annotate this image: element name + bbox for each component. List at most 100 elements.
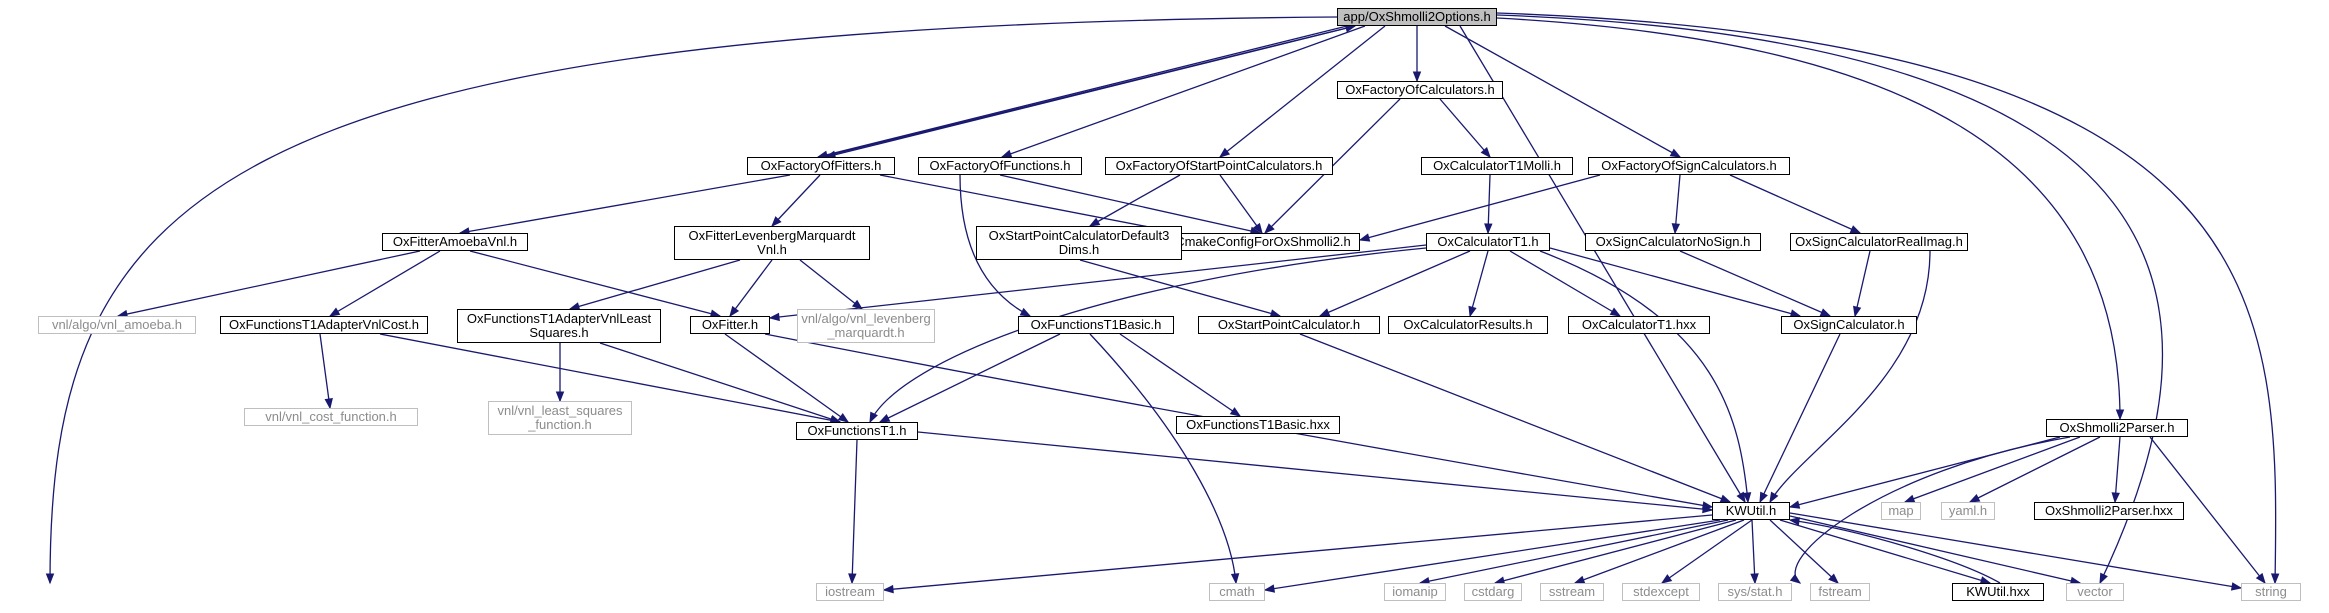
node-iostream: iostream <box>816 583 884 601</box>
node-vnl-amoeba: vnl/algo/vnl_amoeba.h <box>38 316 196 334</box>
node-startpoint-calculator[interactable]: OxStartPointCalculator.h <box>1198 316 1380 334</box>
edge-t1basic-hxx <box>1119 333 1241 417</box>
node-factory-startpoint[interactable]: OxFactoryOfStartPointCalculators.h <box>1105 157 1333 175</box>
edge-functionst1-iostream <box>851 439 858 584</box>
edge-arrowhead <box>1736 491 1746 504</box>
edge-arrowhead <box>1750 573 1759 585</box>
edge-arrowhead <box>768 312 780 322</box>
edge-kwutil-vector <box>1789 515 2081 584</box>
edge-functionst1-kwutil <box>917 431 1713 511</box>
edge-adapterlsq-functionst1 <box>599 342 841 423</box>
edge-arrowhead <box>2115 409 2125 421</box>
edge-kwutil-cstdarg <box>1494 519 1737 584</box>
edge-arrowhead <box>45 573 55 585</box>
edge-kwutil-sstream <box>1574 519 1745 584</box>
edge-arrowhead <box>1609 307 1622 317</box>
edge-parser-map <box>1904 436 2081 503</box>
node-calculator-t1-hxx[interactable]: OxCalculatorT1.hxx <box>1568 316 1710 334</box>
edge-amoeba-adaptercost <box>329 250 441 317</box>
node-factory-functions[interactable]: OxFactoryOfFunctions.h <box>918 157 1082 175</box>
edge-root-parser <box>1496 17 2121 420</box>
edge-arrowhead <box>555 391 565 403</box>
edge-lm-adapterlsq <box>569 259 741 310</box>
edge-adaptercost-functionst1 <box>379 333 841 423</box>
node-kwutil[interactable]: KWUtil.h <box>1712 502 1790 520</box>
edge-functions-t1basic <box>959 174 1031 317</box>
node-calculator-t1-molli[interactable]: OxCalculatorT1Molli.h <box>1421 157 1573 175</box>
node-fitter[interactable]: OxFitter.h <box>690 316 770 334</box>
edge-startpoint-cmake <box>1219 174 1263 234</box>
node-vector: vector <box>2066 583 2124 601</box>
edge-sign-nosign <box>1674 174 1681 234</box>
edge-arrowhead <box>869 411 878 424</box>
node-sign-calculator-realimag[interactable]: OxSignCalculatorRealImag.h <box>1790 233 1968 251</box>
edge-calct1-hxx <box>1509 250 1621 317</box>
node-cmake-config[interactable]: CmakeConfigForOxShmolli2.h <box>1166 233 1360 251</box>
edge-sign-realimag <box>1729 174 1861 234</box>
edge-root-factory-fitters <box>817 25 1348 158</box>
edge-calct1-signcalc <box>1549 247 1801 317</box>
edge-root-factory-sign <box>1444 25 1681 158</box>
node-fitter-levenberg-marquardt[interactable]: OxFitterLevenbergMarquardt Vnl.h <box>674 226 870 260</box>
node-shmolli2-parser-hxx[interactable]: OxShmolli2Parser.hxx <box>2034 502 2184 520</box>
edge-fitter-functionst1 <box>724 333 849 423</box>
edge-arrowhead <box>848 573 857 585</box>
node-string: string <box>2241 583 2301 601</box>
node-functions-t1-basic[interactable]: OxFunctionsT1Basic.h <box>1018 316 1174 334</box>
node-sstream: sstream <box>1540 583 1604 601</box>
node-shmolli2-parser[interactable]: OxShmolli2Parser.h <box>2046 419 2188 437</box>
edge-parser-vector <box>1794 436 2071 584</box>
edge-arrowhead <box>1660 574 1673 584</box>
edge-kwutil-fstream <box>1769 519 1839 584</box>
node-kwutil-hxx[interactable]: KWUtil.hxx <box>1952 583 2044 601</box>
edge-signcalc-kwutil <box>1759 333 1841 503</box>
edge-sign-cmake <box>1359 174 1601 241</box>
edge-root-iostream <box>49 16 1338 584</box>
node-functions-adapter-leastsquares[interactable]: OxFunctionsT1AdapterVnlLeast Squares.h <box>457 309 661 343</box>
edge-arrowhead <box>2255 572 2266 585</box>
node-factory-fitters[interactable]: OxFactoryOfFitters.h <box>747 157 895 175</box>
edge-arrowhead <box>2270 573 2280 585</box>
edge-arrowhead <box>2099 572 2108 585</box>
edge-kwutilhxx-kwutil <box>1789 519 2001 584</box>
node-factory-calculators[interactable]: OxFactoryOfCalculators.h <box>1337 81 1503 99</box>
edge-arrowhead <box>837 413 850 423</box>
node-calculator-results[interactable]: OxCalculatorResults.h <box>1388 316 1548 334</box>
edge-root-factory-functions <box>1001 25 1366 158</box>
edge-fitters-cmake <box>879 174 1181 234</box>
node-sys-stat: sys/stat.h <box>1718 583 1792 601</box>
edge-lm-vnl <box>799 259 863 310</box>
edge-arrowhead <box>1702 504 1714 514</box>
edge-root-factory-startpoint <box>1219 25 1386 158</box>
edge-arrowhead <box>1218 147 1231 158</box>
node-sign-calculator-nosign[interactable]: OxSignCalculatorNoSign.h <box>1585 233 1761 251</box>
edge-startpoint-default <box>1089 174 1181 227</box>
edge-fitters-back-to-root <box>820 25 1356 158</box>
node-functions-t1[interactable]: OxFunctionsT1.h <box>796 422 918 440</box>
edge-adaptercost-vnlcost <box>319 333 331 409</box>
edge-arrowhead <box>1742 492 1752 504</box>
edge-arrowhead <box>324 398 333 410</box>
node-vnl-cost-function: vnl/vnl_cost_function.h <box>244 408 418 426</box>
edge-arrowhead <box>1253 222 1263 235</box>
edge-arrowhead <box>1468 305 1477 318</box>
edge-arrowhead <box>2230 582 2243 591</box>
node-calculator-t1[interactable]: OxCalculatorT1.h <box>1426 233 1550 251</box>
edge-parser-yaml <box>1969 436 2101 503</box>
node-startpoint-default3dims[interactable]: OxStartPointCalculatorDefault3 Dims.h <box>976 226 1182 260</box>
edge-startpointcalc-kwutil <box>1299 333 1731 503</box>
node-fstream: fstream <box>1810 583 1870 601</box>
edge-arrowhead <box>1788 517 1801 526</box>
node-fitter-amoeba-vnl[interactable]: OxFitterAmoebaVnl.h <box>382 233 528 251</box>
edge-arrowhead <box>771 216 782 228</box>
edge-kwutil-iomanip <box>1419 519 1729 584</box>
node-functions-t1-basic-hxx[interactable]: OxFunctionsT1Basic.hxx <box>1176 416 1340 434</box>
edge-nosign-signcalc <box>1679 250 1831 317</box>
edge-arrowhead <box>1088 217 1101 227</box>
edge-kwutil-string <box>1789 512 2242 589</box>
edge-arrowhead <box>1263 584 1276 593</box>
node-functions-adapter-vnlcost[interactable]: OxFunctionsT1AdapterVnlCost.h <box>220 316 428 334</box>
node-factory-sign[interactable]: OxFactoryOfSignCalculators.h <box>1588 157 1790 175</box>
node-sign-calculator[interactable]: OxSignCalculator.h <box>1781 316 1917 334</box>
